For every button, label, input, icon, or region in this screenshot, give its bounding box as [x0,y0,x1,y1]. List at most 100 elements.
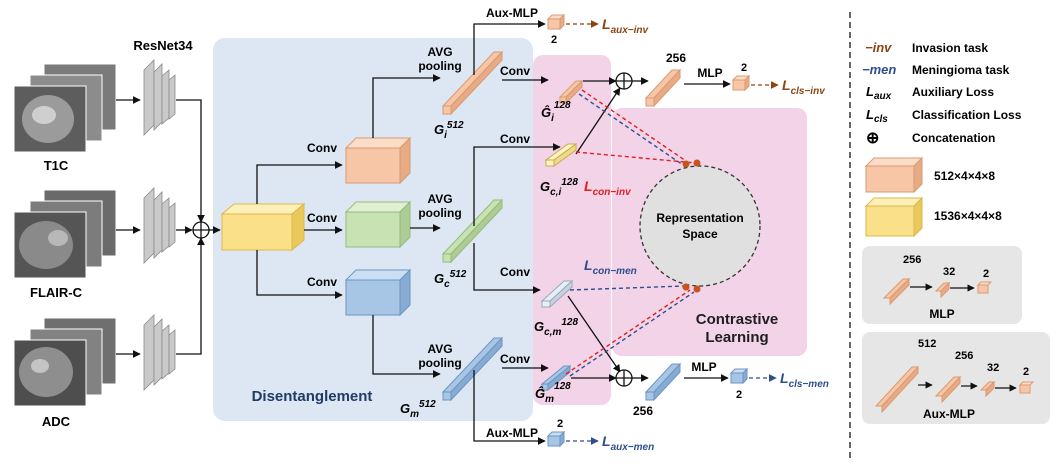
gm-hat-label: Ĝm128 [535,381,571,405]
legend-mlp-v2 [934,281,951,299]
adc-input-stack [13,317,117,407]
invasion-feature-block [344,136,412,185]
legend-inv-text: Invasion task [912,41,988,55]
legend-concat-text: Concatenation [912,131,995,145]
legend-box-512-text: 512×4×4×8 [934,169,995,183]
mlp-top-label: MLP [697,66,722,80]
legend-aux-v2 [934,375,962,404]
avg-pool-bot-2: pooling [418,356,461,370]
shared-feature-block [220,202,306,252]
repr-label-1: Representation [656,211,743,225]
legend-lcls-symbol: Lcls [866,107,888,125]
gi-label: Gi512 [434,120,464,141]
cls-men-loss: Lcls−men [780,370,829,390]
anchor-point-2 [693,159,701,167]
legend-mlp-dim-1: 256 [903,254,921,266]
legend-box-1536-text: 1536×4×4×8 [934,209,1002,223]
anchor-point-1 [682,160,690,168]
gci-vector [544,143,578,167]
adc-label: ADC [42,414,71,429]
aux-men-loss: Laux−men [602,433,654,453]
aux-inv-dim: 2 [551,34,557,46]
contrastive-column [533,55,611,405]
anchor-point-4 [693,285,701,293]
aux-mlp-bottom-label: Aux-MLP [486,426,538,440]
legend-aux-dim-3: 32 [987,362,999,374]
avg-pool-mid-1: AVG [427,192,452,206]
cls-men-256-vector [644,362,682,402]
gc-label: Gc512 [434,269,467,290]
disentanglement-label: Disentanglement [252,388,373,405]
legend-aux-dim-2: 256 [955,350,973,362]
anchor-point-3 [682,283,690,291]
cls-men-dim: 2 [736,389,742,401]
legend-men-symbol: −men [862,62,896,77]
legend-mlp-v1 [882,277,911,306]
legend-aux-title: Aux-MLP [923,407,975,421]
flair-label: FLAIR-C [30,285,83,300]
gm-hat-vector [540,364,572,392]
conv-label-gcm: Conv [500,265,530,279]
legend-mlp-dim-2: 32 [943,266,955,278]
avg-pool-top-2: pooling [418,59,461,73]
legend-aux-dim-4: 2 [1023,366,1029,378]
legend-mlp-dim-3: 2 [983,268,989,280]
contrastive-label-2: Learning [705,329,768,346]
legend-concat-symbol: ⊕ [866,130,879,147]
legend-laux-symbol: Laux [866,84,892,102]
gcm-vector [540,279,574,309]
meningioma-feature-block [344,268,412,317]
resnet-stack-1 [143,59,176,136]
legend-aux-v4 [1018,381,1035,394]
cls-men-256-dim: 256 [633,404,653,418]
legend-mlp-v3 [976,281,993,294]
cls-inv-256-dim: 256 [666,51,686,65]
resnet-stack-3 [143,314,176,391]
legend-aux-v1 [874,365,920,414]
flair-input-stack [13,189,117,279]
aux-inv-loss: Laux−inv [602,16,650,36]
aux-mlp-top-label: Aux-MLP [486,6,538,20]
repr-label-2: Space [682,227,718,241]
conv-label-mid: Conv [307,211,337,225]
t1c-label: T1C [44,158,69,173]
t1c-input-stack [13,63,117,153]
con-inv-loss: Lcon−inv [584,178,632,198]
cls-inv-dim: 2 [741,62,747,74]
conv-label-gci: Conv [500,132,530,146]
gc-vector [441,198,504,264]
legend-laux-text: Auxiliary Loss [912,85,994,99]
legend-aux-dim-1: 512 [918,338,936,350]
legend-box-1536 [864,196,924,238]
avg-pool-mid-2: pooling [418,206,461,220]
conv-label-top: Conv [307,141,337,155]
gm-label: Gm512 [400,399,436,420]
avg-pool-bot-1: AVG [427,342,452,356]
contrastive-label-1: Contrastive [696,311,779,328]
avg-pool-top-1: AVG [427,45,452,59]
legend-mlp-title: MLP [929,307,954,321]
conv-label-gm: Conv [500,352,530,366]
cls-inv-256-vector [644,68,682,108]
legend-box-512 [864,156,924,194]
gci-label: Gc,i128 [540,177,578,198]
legend-aux-v3 [979,380,996,398]
conv-label-gi: Conv [500,64,530,78]
gi-hat-vector [558,79,584,105]
legend-lcls-text: Classification Loss [912,108,1022,122]
legend-men-text: Meningioma task [912,63,1010,77]
aux-inv-output [546,13,566,31]
cls-inv-loss: Lcls−inv [782,77,826,97]
aux-men-output [546,430,566,448]
gm-vector [441,336,504,402]
resnet-stack-2 [143,187,176,264]
mlp-bottom-label: MLP [691,360,716,374]
gcm-label: Gc,m128 [534,317,578,338]
common-feature-block [344,200,412,249]
cls-men-output [729,367,749,385]
backbone-label: ResNet34 [133,38,193,53]
representation-space [639,165,761,287]
aux-men-dim: 2 [557,418,563,430]
